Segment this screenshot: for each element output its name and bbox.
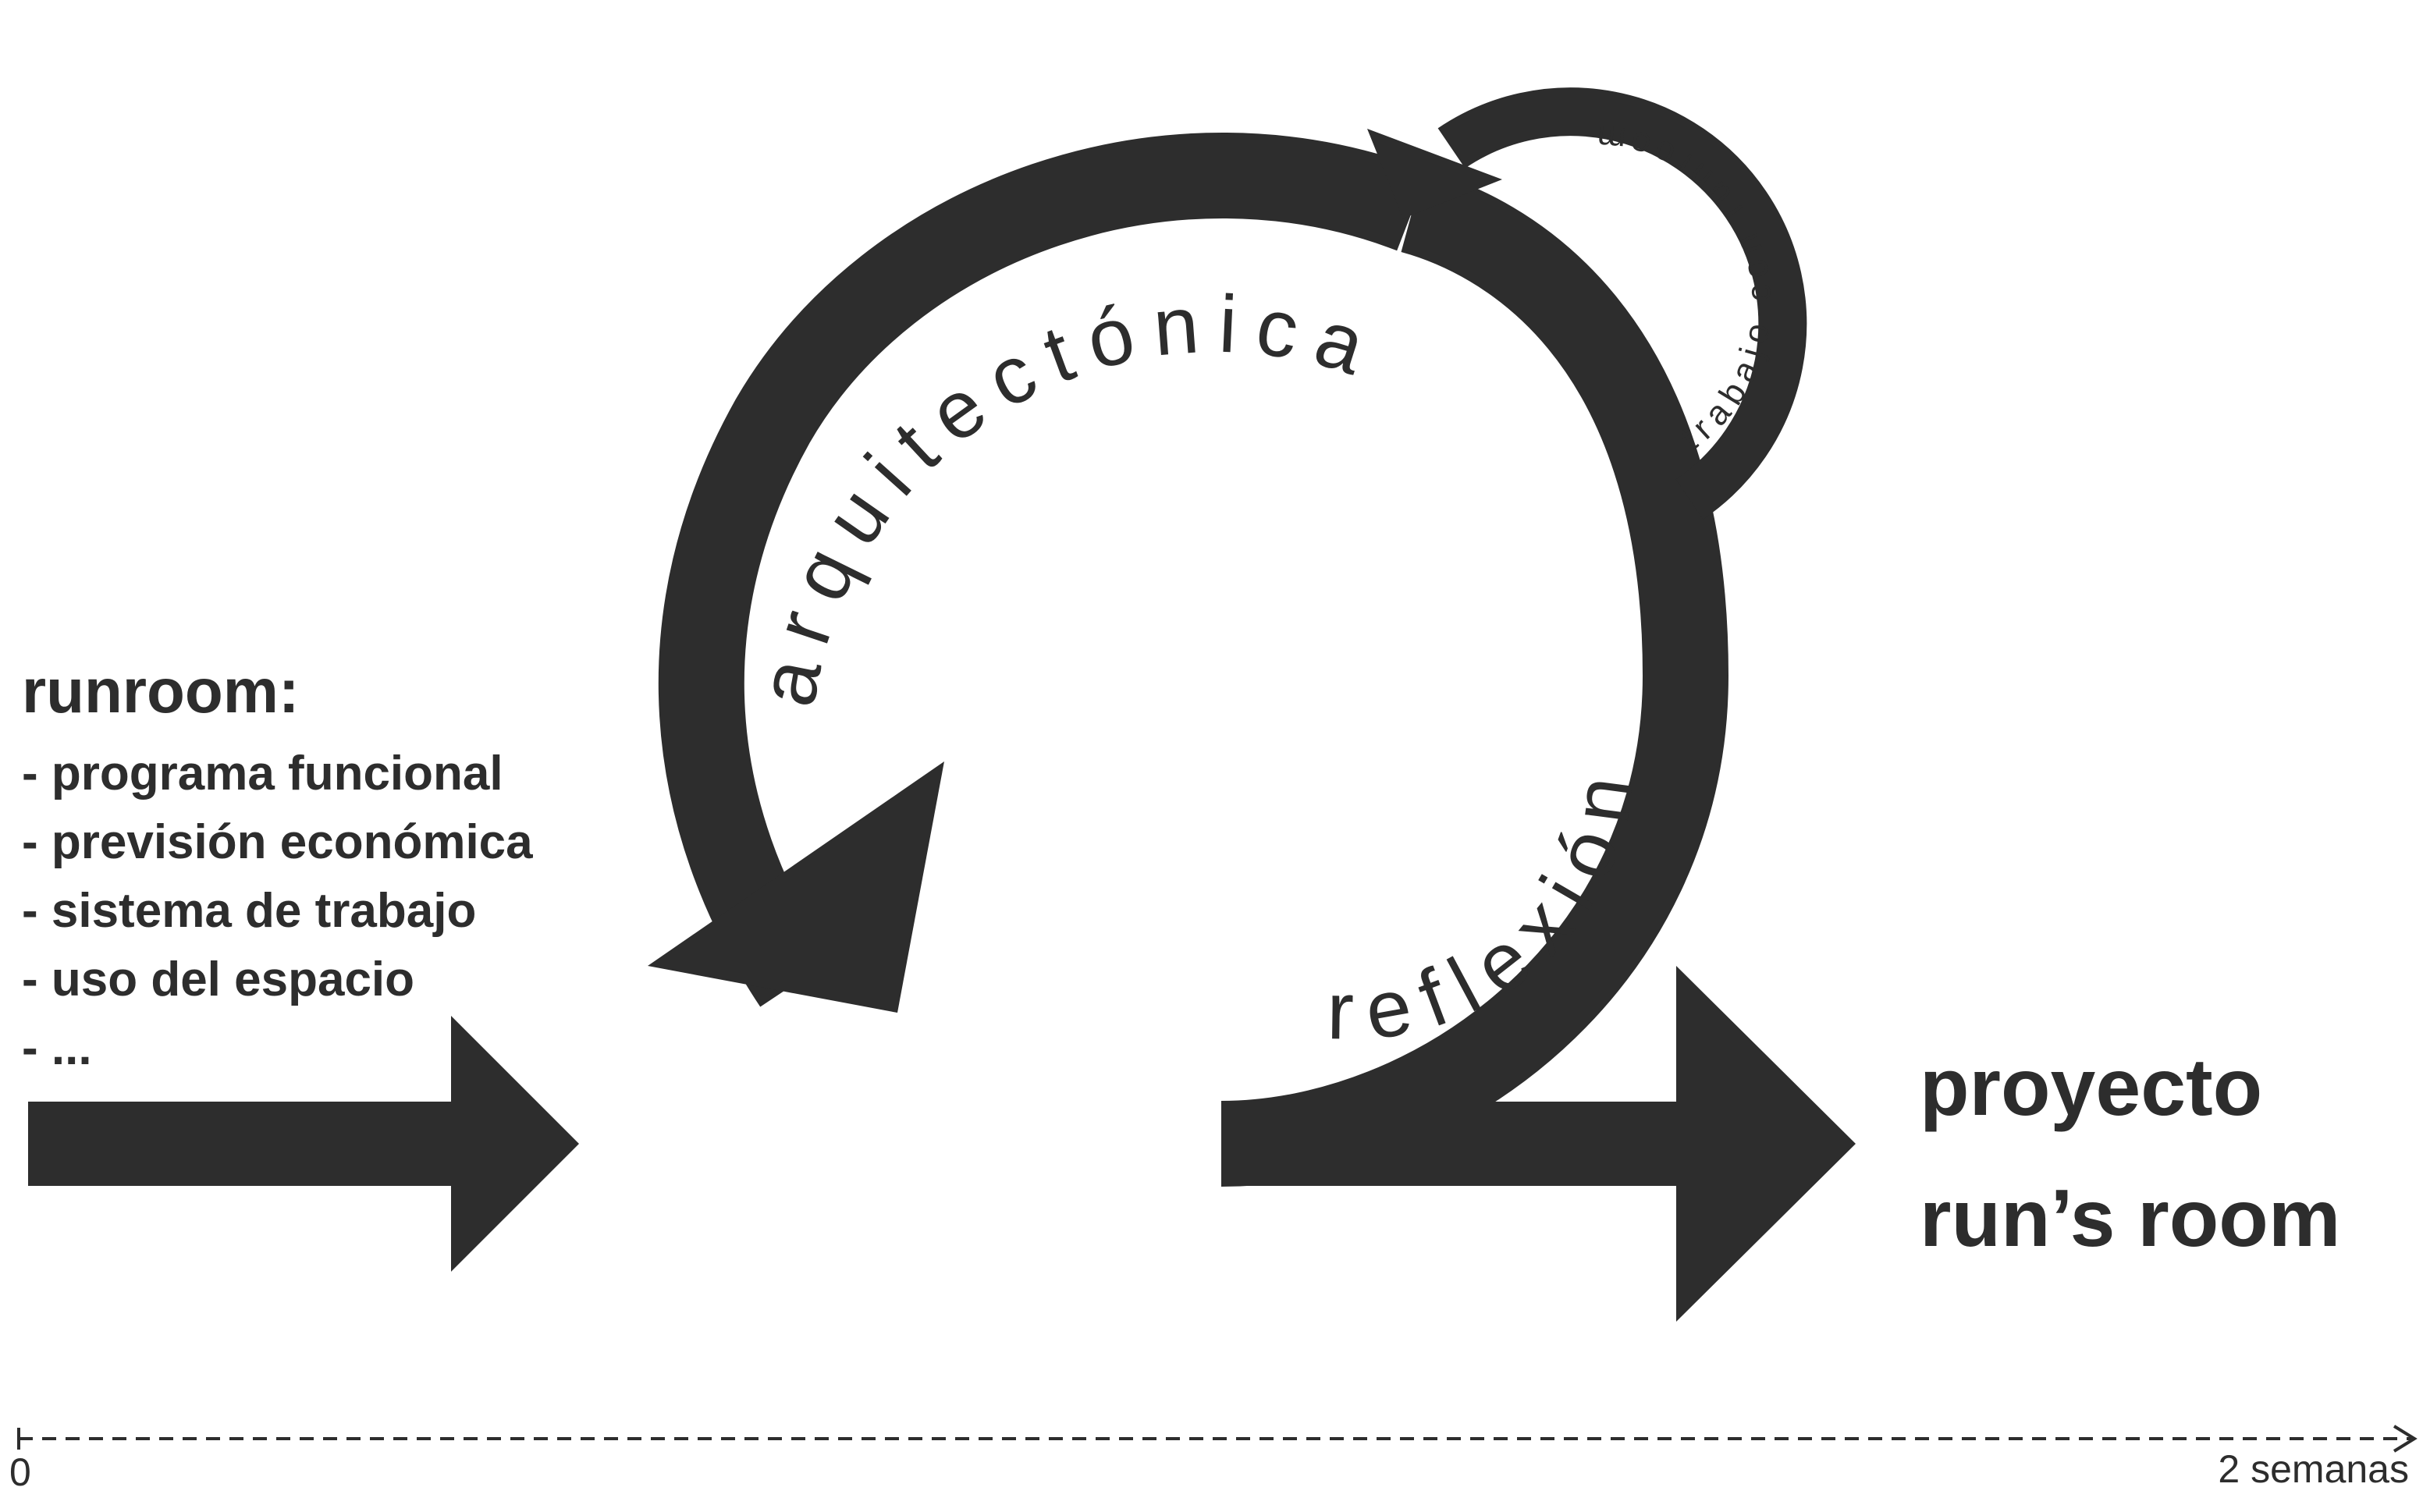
output-title-line1: proyecto: [1920, 1042, 2263, 1133]
small-loop-ring: [1437, 87, 1807, 520]
input-list: - programa funcional - previsión económi…: [22, 740, 533, 1083]
list-item: - previsión económica: [22, 815, 533, 869]
input-arrow: [28, 1016, 579, 1272]
list-item: - ...: [22, 1021, 92, 1075]
list-item: - uso del espacio: [22, 953, 415, 1006]
list-item: - programa funcional: [22, 747, 503, 800]
output-title-line2: run’s room: [1920, 1173, 2341, 1264]
small-loop-arrowhead: [1367, 129, 1502, 218]
timeline-arrowhead: [2393, 1425, 2418, 1453]
output-title: proyecto run’s room: [1920, 1022, 2340, 1284]
input-heading: runroom:: [22, 656, 300, 726]
main-cycle-ring: [658, 133, 1729, 1187]
main-cycle-arrowhead: [648, 761, 944, 1013]
timeline-end-label: 2 semanas: [2218, 1447, 2409, 1491]
cycle-right-label: reflexión: [1327, 754, 1653, 1058]
output-arrow: [1221, 966, 1856, 1322]
timeline-start-label: 0: [9, 1450, 31, 1494]
list-item: - sistema de trabajo: [22, 884, 477, 938]
